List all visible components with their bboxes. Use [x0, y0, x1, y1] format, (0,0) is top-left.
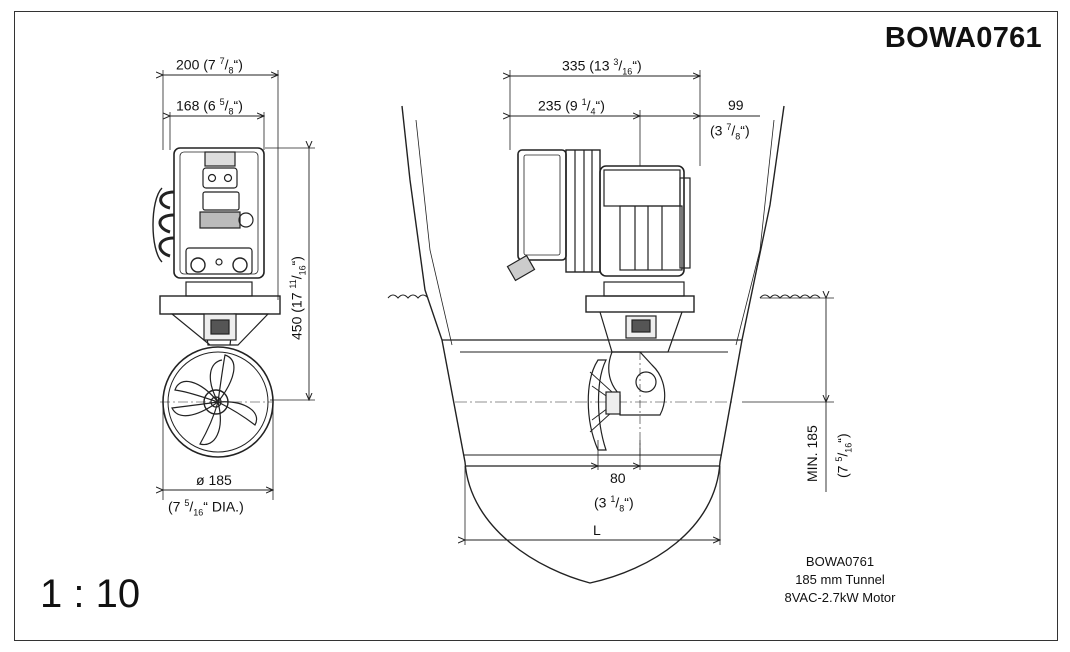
dim-length-motor: 235 (9 1/4“) — [538, 97, 605, 117]
dim-length-tail: 99 — [728, 97, 744, 113]
note-line-tunnel: 185 mm Tunnel — [795, 572, 885, 587]
dim-min-depth: MIN. 185 — [804, 425, 820, 482]
dim-min-depth-inch: (7 5/16“) — [834, 433, 854, 478]
dim-diameter: ø 185 — [196, 472, 232, 488]
dim-width-inner: 168 (6 5/8“) — [176, 97, 243, 117]
scale-label: 1 : 10 — [40, 572, 141, 616]
dim-length-tail-inch: (3 7/8“) — [710, 122, 750, 142]
note-line-motor: 8VAC-2.7kW Motor — [784, 590, 896, 605]
dim-width-outer: 200 (7 7/8“) — [176, 56, 243, 76]
dim-height: 450 (17 11/16“) — [288, 256, 308, 340]
dim-tunnel-length: L — [593, 522, 601, 538]
drawing-code: BOWA0761 — [884, 22, 1042, 54]
side-view — [387, 70, 834, 584]
dim-offset-inch: (3 1/8“) — [594, 494, 634, 514]
dim-diameter-inch: (7 5/16“ DIA.) — [168, 498, 244, 518]
dim-offset: 80 — [610, 470, 626, 486]
dim-length-total: 335 (13 3/16“) — [562, 57, 642, 77]
note-line-code: BOWA0761 — [805, 554, 875, 569]
front-view — [152, 70, 315, 500]
drawing-note: BOWA0761 185 mm Tunnel 8VAC-2.7kW Motor — [770, 553, 910, 607]
drawing-frame — [14, 11, 1058, 641]
